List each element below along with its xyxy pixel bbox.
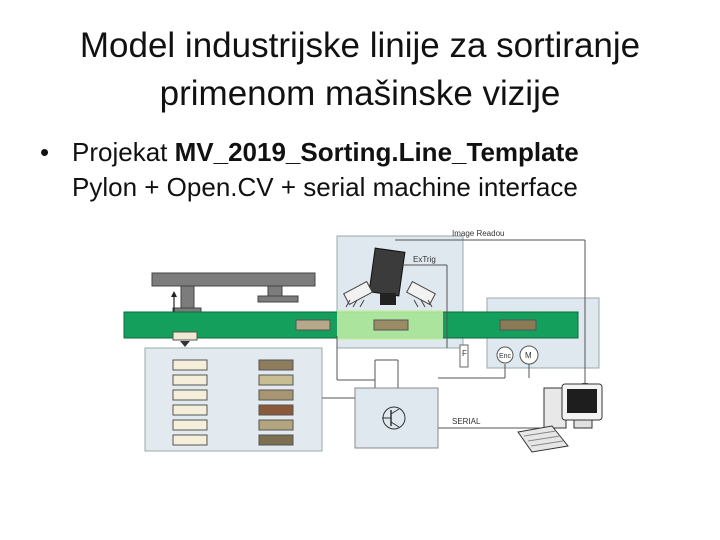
- slide-title: Model industrijske linije za sortiranje …: [20, 22, 700, 118]
- pushed-part: [172, 331, 198, 341]
- part-under-camera: [373, 319, 409, 331]
- camera-lens: [380, 293, 396, 305]
- sensor-mount: [267, 285, 283, 297]
- part-on-belt: [295, 319, 331, 331]
- bullet-prefix: Projekat: [72, 137, 175, 167]
- sorted-bins-area: [144, 347, 323, 452]
- encoder-icon: [496, 346, 514, 364]
- bullet-subline: Pylon + Open.CV + serial machine interfa…: [72, 172, 578, 202]
- m-label: M: [525, 351, 532, 360]
- title-line-2: primenom mašinske vizije: [159, 74, 561, 113]
- camera-body: [368, 247, 406, 297]
- project-name: MV_2019_Sorting.Line_Template: [174, 137, 579, 167]
- right-light: [406, 280, 436, 308]
- push-direction-arrow: [180, 341, 190, 347]
- bullet-text: Projekat MV_2019_Sorting.Line_Template: [72, 135, 579, 170]
- computer-icon: [517, 383, 603, 453]
- bullet-list: • Projekat MV_2019_Sorting.Line_Template…: [40, 135, 700, 205]
- title-line-1: Model industrijske linije za sortiranje: [79, 26, 641, 65]
- enc-label: Enc: [499, 353, 512, 360]
- incoming-part: [499, 319, 537, 331]
- image-readout-label: Image Readou: [452, 229, 504, 238]
- arrow-head-up: [171, 291, 177, 297]
- bullet-item: • Projekat MV_2019_Sorting.Line_Template: [40, 135, 700, 170]
- controller-box: [354, 387, 439, 449]
- pusher-arm: [180, 285, 195, 311]
- f-sensor-box: [459, 344, 469, 368]
- left-light: [343, 280, 373, 308]
- bin-column-left: [172, 359, 208, 446]
- bin-column-right: [258, 359, 294, 446]
- transistor-lead-e: [390, 421, 400, 428]
- pusher-gantry: [151, 272, 316, 287]
- serial-label: SERIAL: [452, 417, 481, 426]
- extrig-label: ExTrig: [413, 255, 436, 264]
- sensor-bar: [257, 295, 299, 303]
- transistor-lead-c: [390, 408, 400, 415]
- f-label: F: [462, 349, 467, 358]
- bullet-dot: •: [40, 137, 50, 167]
